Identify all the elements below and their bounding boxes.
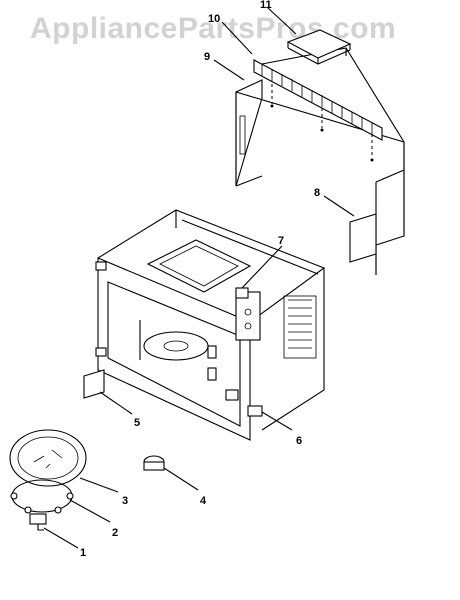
callout-3: 3 — [122, 495, 128, 507]
top-bracket — [286, 29, 352, 65]
callout-4: 4 — [200, 495, 207, 507]
callout-1: 1 — [80, 547, 86, 559]
oven-frame — [95, 209, 326, 441]
outer-cabinet — [235, 47, 405, 275]
vent-grille — [253, 59, 383, 162]
callout-7: 7 — [278, 235, 284, 247]
roller-ring — [10, 479, 111, 523]
turntable-glass — [9, 429, 119, 493]
callout-11: 11 — [260, 0, 272, 11]
callout-2: 2 — [112, 527, 118, 539]
turntable-motor — [143, 455, 199, 491]
coupler — [29, 513, 79, 549]
switch-part-7 — [235, 245, 283, 299]
callout-8: 8 — [314, 187, 320, 199]
switch-part-6 — [247, 405, 293, 431]
callout-9: 9 — [204, 51, 210, 63]
callout-6: 6 — [296, 435, 302, 447]
callout-10: 10 — [208, 13, 220, 25]
callout-5: 5 — [134, 417, 140, 429]
plate-part-5 — [83, 369, 133, 415]
